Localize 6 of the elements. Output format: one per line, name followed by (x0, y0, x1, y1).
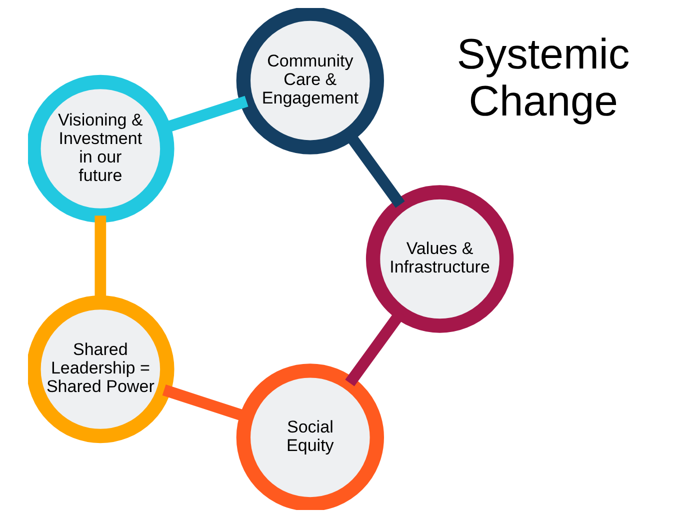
node-circle: Shared Leadership = Shared Power (28, 295, 174, 444)
node-circle: Community Care & Engagement (236, 8, 384, 154)
label: Systemic Change (456, 30, 630, 126)
node-circle: Social Equity (236, 364, 384, 510)
node-circle: Visioning & Investment in our future (28, 74, 174, 223)
node-circle: Values & Infrastructure (366, 185, 514, 333)
